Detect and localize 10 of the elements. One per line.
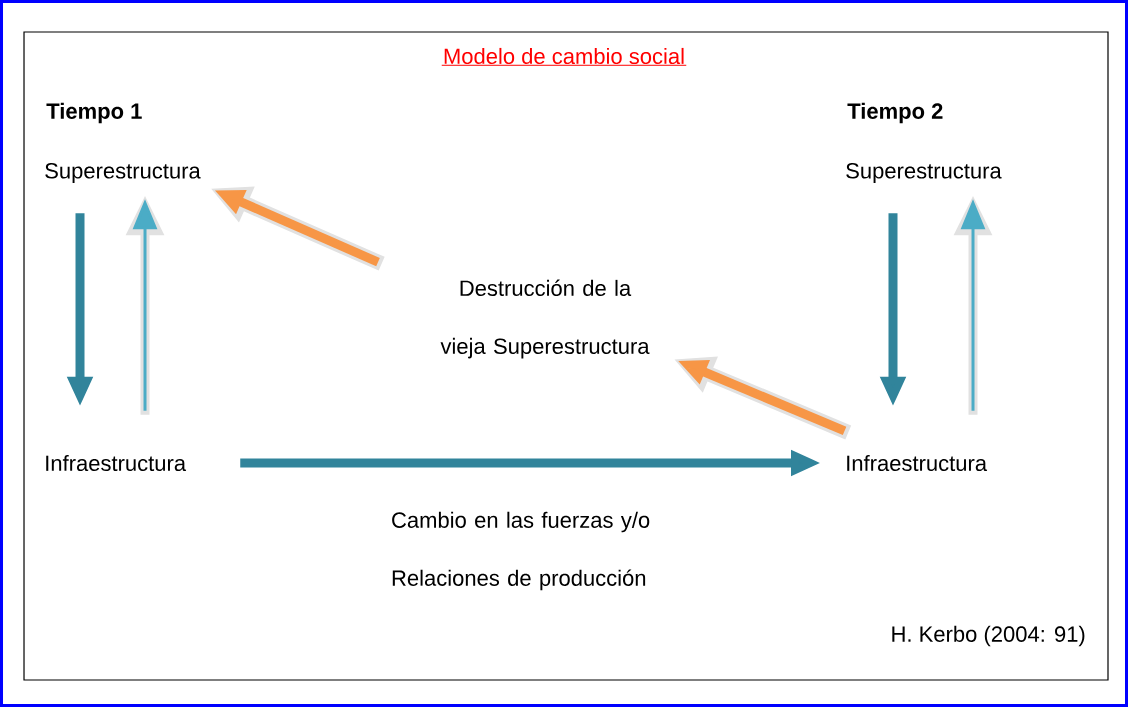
title: Modelo de cambio social	[441, 47, 687, 66]
heading: Tiempo 2	[847, 102, 943, 124]
citation: H. Kerbo (2004: 91)	[892, 625, 1085, 647]
text-label: Infraestructura	[46, 454, 187, 472]
edge-label: Cambio en las fuerzas y/o Relaciones de producción	[392, 511, 650, 591]
text-label: Superestructura	[846, 163, 1002, 183]
text-label: Infraestructura	[847, 454, 988, 472]
text-label: Superestructura	[45, 163, 201, 183]
text-label: Destrucción de la vieja Superestructura	[440, 279, 650, 359]
heading: Tiempo 1	[46, 102, 142, 124]
